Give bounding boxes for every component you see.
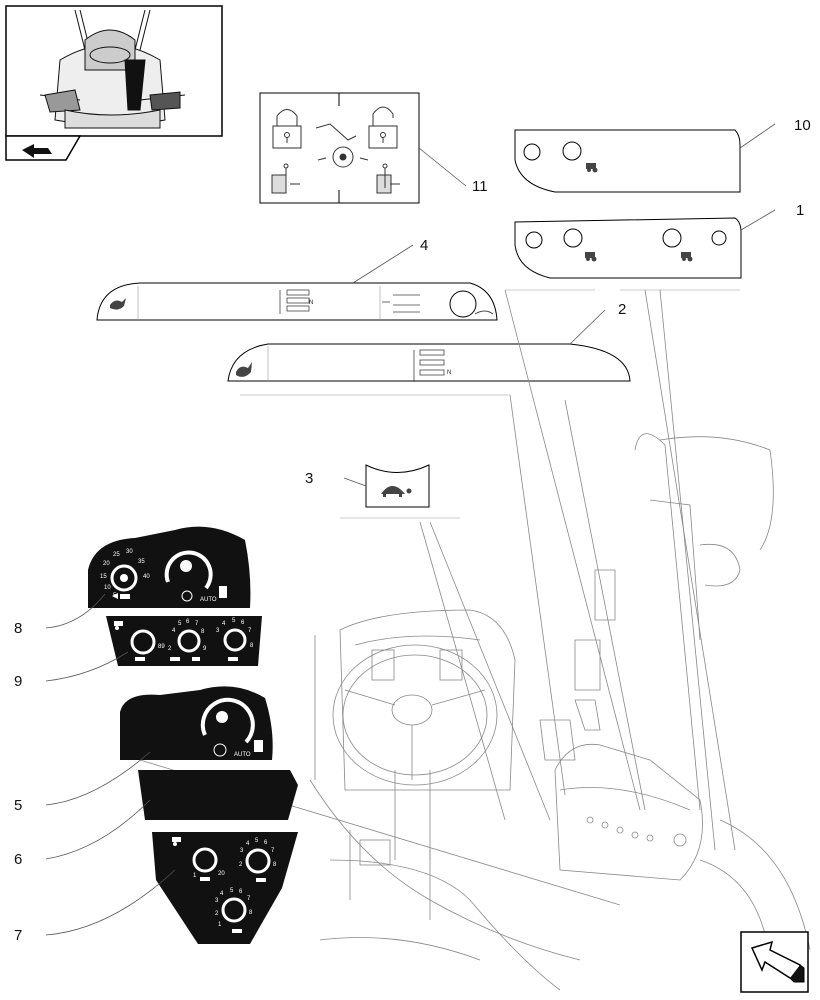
dial-number: 3 [215, 898, 219, 904]
decal-10 [514, 129, 741, 193]
callout-6: 6 [14, 851, 22, 868]
dial-number: 4 [246, 841, 250, 847]
decal-4: N [96, 282, 498, 321]
decal-11-lock-panel [259, 92, 420, 204]
dial-number: 6 [186, 619, 190, 625]
dial-range-label: 20 [218, 871, 225, 877]
dial-number: 3 [216, 628, 220, 634]
lever-down-icon [271, 163, 300, 194]
tractor-small-icon [172, 837, 181, 846]
callout-9: 9 [14, 673, 22, 690]
callout-8: 8 [14, 620, 22, 637]
hydraulic-valve-icon [413, 349, 445, 382]
callout-10: 10 [794, 117, 811, 134]
turtle-icon [381, 486, 412, 497]
decal-2: N [227, 343, 631, 382]
tractor-small-icon [585, 252, 693, 262]
hydraulic-valve-icon [279, 289, 420, 314]
dial-number: 6 [241, 620, 245, 626]
dial-number: 40 [143, 574, 150, 580]
dial-range-label: 89 [158, 644, 165, 650]
rabbit-icon [236, 362, 252, 377]
callout-11: 11 [472, 178, 488, 195]
callout-5: 5 [14, 797, 22, 814]
page-back-arrow-icon[interactable] [740, 931, 809, 993]
decal-3 [365, 464, 430, 508]
callout-7: 7 [14, 927, 22, 944]
dial-number: 20 [103, 561, 110, 567]
dial-number: 7 [247, 896, 251, 902]
dial-number: 2 [168, 646, 172, 652]
dial-number: 5 [178, 621, 182, 627]
dial-number: 4 [172, 628, 176, 634]
dial-number: 1 [218, 922, 222, 928]
auto-label: AUTO [200, 597, 217, 603]
dial-number: 2 [215, 911, 219, 917]
padlock-closed-icon [272, 109, 302, 149]
dial-number: 5 [255, 838, 259, 844]
callout-4: 4 [420, 237, 428, 254]
callout-3: 3 [305, 470, 313, 487]
dial-number: 7 [271, 848, 275, 854]
decal-9-dial-panel: 89 4 5 6 7 8 9 2 3 4 5 6 7 8 [106, 616, 262, 666]
dial-number: 25 [113, 552, 120, 558]
oil-level-icon [219, 586, 227, 598]
decal-5-dial-panel: AUTO [120, 686, 273, 760]
dial-number: 5 [230, 888, 234, 894]
oil-level-icon [254, 740, 263, 752]
dial-number: 4 [220, 891, 224, 897]
padlock-open-icon [368, 106, 398, 149]
dial-number: 30 [126, 549, 133, 555]
hitch-linkage-icon [315, 123, 369, 168]
dial-number: 2 [239, 862, 243, 868]
dial-number: 7 [195, 621, 199, 627]
lever-up-icon [376, 163, 400, 194]
decal-1 [514, 217, 742, 279]
dial-number: 8 [250, 643, 254, 649]
decal-8-dial-panel: 5 10 15 20 25 30 35 40 AUTO [88, 526, 251, 608]
dial-number: 7 [248, 628, 252, 634]
decal-4-letter: N [309, 300, 313, 306]
auto-label: AUTO [234, 752, 251, 758]
rabbit-icon [110, 298, 126, 310]
dial-number: 9 [203, 646, 207, 652]
decal-7-dial-panel: 1 20 3 4 5 6 7 8 2 3 4 5 6 7 8 2 1 [152, 832, 298, 944]
callout-1: 1 [796, 202, 804, 219]
tractor-cab-thumbnail[interactable] [5, 5, 223, 161]
tractor-reverse-icon [112, 593, 130, 599]
dial-number: 1 [193, 873, 197, 879]
dial-number: 10 [104, 585, 111, 591]
dial-number: 6 [239, 889, 243, 895]
decal-2-letter: N [447, 370, 451, 376]
dial-number: 35 [138, 559, 145, 565]
dial-number: 4 [222, 621, 226, 627]
tractor-small-icon [586, 163, 598, 173]
tractor-cab-interior-sketch [139, 289, 811, 991]
tractor-small-icon [114, 621, 123, 630]
decal-6-blank-panel [138, 770, 298, 820]
callout-2: 2 [618, 301, 626, 318]
dial-number: 8 [249, 910, 253, 916]
dial-number: 8 [273, 862, 277, 868]
dial-number: 15 [100, 574, 107, 580]
dial-number: 5 [232, 618, 236, 624]
dial-number: 3 [240, 848, 244, 854]
dial-number: 6 [264, 840, 268, 846]
dial-number: 8 [201, 629, 205, 635]
